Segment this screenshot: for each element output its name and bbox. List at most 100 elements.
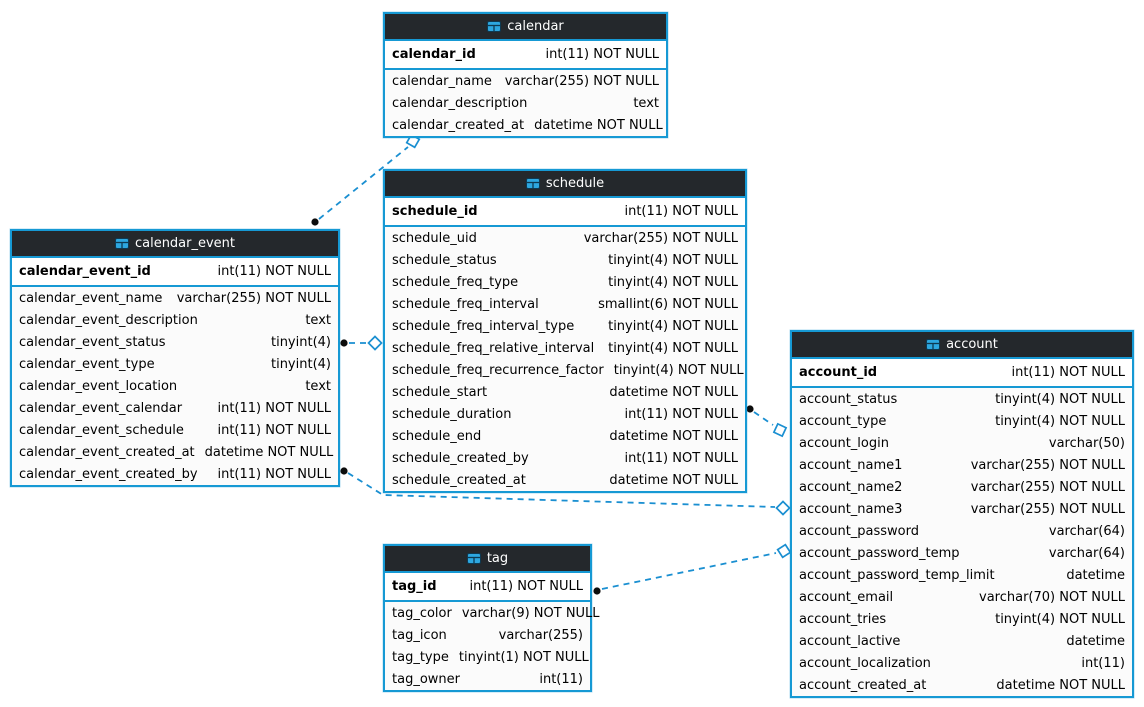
- column-type: varchar(255) NOT NULL: [970, 457, 1125, 473]
- column-row: schedule_start datetime NOT NULL: [385, 381, 745, 403]
- column-name: calendar_event_description: [19, 312, 198, 328]
- column-name: account_email: [799, 589, 894, 605]
- column-name: account_lactive: [799, 633, 901, 649]
- table-calendar[interactable]: calendar calendar_id int(11) NOT NULL calen…: [383, 12, 668, 138]
- column-type: tinyint(4): [270, 334, 331, 350]
- table-grid-icon: [487, 21, 502, 32]
- column-type: tinyint(4) NOT NULL: [995, 413, 1125, 429]
- column-name: schedule_end: [392, 428, 482, 444]
- table-grid-icon: [525, 178, 540, 189]
- relationship-schedule-account[interactable]: [746, 405, 788, 438]
- table-title: account: [946, 337, 998, 352]
- column-type: datetime NOT NULL: [609, 472, 738, 488]
- column-name: tag_id: [392, 579, 437, 594]
- dot-endpoint-icon: [340, 339, 348, 347]
- column-name: calendar_created_at: [392, 117, 525, 133]
- column-name: tag_owner: [392, 671, 460, 687]
- diamond-endpoint-icon: [775, 500, 791, 516]
- column-type: int(11) NOT NULL: [624, 450, 738, 466]
- column-name: calendar_event_name: [19, 290, 163, 306]
- column-type: tinyint(4) NOT NULL: [608, 340, 738, 356]
- table-header-tag[interactable]: tag: [385, 546, 590, 573]
- column-name: schedule_freq_recurrence_factor: [392, 362, 604, 378]
- column-type: datetime NOT NULL: [609, 428, 738, 444]
- column-type: int(11) NOT NULL: [217, 422, 331, 438]
- relationship-tag-account[interactable]: [593, 543, 792, 595]
- relationship-calendar_event-schedule[interactable]: [340, 335, 383, 351]
- column-row: account_type tinyint(4) NOT NULL: [792, 410, 1132, 432]
- column-name: calendar_event_created_by: [19, 466, 198, 482]
- column-type: text: [305, 312, 331, 328]
- column-name: account_created_at: [799, 677, 927, 693]
- column-row: tag_color varchar(9) NOT NULL: [385, 602, 600, 624]
- column-name: schedule_uid: [392, 230, 477, 246]
- column-type: tinyint(4) NOT NULL: [613, 362, 744, 378]
- column-name: tag_icon: [392, 627, 447, 643]
- column-type: varchar(70) NOT NULL: [979, 589, 1125, 605]
- column-type: text: [633, 95, 659, 111]
- column-name: calendar_description: [392, 95, 528, 111]
- column-type: int(11) NOT NULL: [217, 466, 331, 482]
- column-name: account_name2: [799, 479, 903, 495]
- diamond-endpoint-icon: [772, 422, 788, 438]
- table-header-calendar[interactable]: calendar: [385, 14, 666, 41]
- column-type: datetime NOT NULL: [204, 444, 334, 460]
- column-type: varchar(64): [1048, 523, 1125, 539]
- column-type: int(11) NOT NULL: [545, 47, 659, 62]
- column-name: schedule_status: [392, 252, 497, 268]
- table-title: tag: [486, 551, 509, 566]
- column-name: calendar_event_created_at: [19, 444, 195, 460]
- column-type: varchar(9) NOT NULL: [461, 605, 600, 621]
- column-type: varchar(255) NOT NULL: [970, 479, 1125, 495]
- table-header-schedule[interactable]: schedule: [385, 171, 745, 198]
- column-name: account_type: [799, 413, 887, 429]
- column-row: calendar_description text: [385, 92, 666, 114]
- column-name: account_login: [799, 435, 889, 451]
- column-name: account_tries: [799, 611, 887, 627]
- column-row: calendar_event_created_by int(11) NOT NUL…: [12, 463, 338, 485]
- column-type: int(11) NOT NULL: [624, 204, 738, 219]
- column-type: datetime: [1066, 633, 1125, 649]
- column-type: varchar(255) NOT NULL: [176, 290, 331, 306]
- column-name: account_password: [799, 523, 920, 539]
- column-row: calendar_event_description text: [12, 309, 338, 331]
- column-type: datetime NOT NULL: [609, 384, 738, 400]
- dot-endpoint-icon: [593, 587, 601, 595]
- column-name: account_id: [799, 365, 878, 380]
- diamond-endpoint-icon: [367, 335, 383, 351]
- column-name: account_password_temp_limit: [799, 567, 995, 583]
- column-row: calendar_event_created_at datetime NOT NU…: [12, 441, 338, 463]
- column-type: tinyint(4) NOT NULL: [608, 252, 738, 268]
- column-name: account_password_temp: [799, 545, 960, 561]
- column-row: account_email varchar(70) NOT NULL: [792, 586, 1132, 608]
- column-name: calendar_id: [392, 47, 476, 62]
- column-name: account_name3: [799, 501, 903, 517]
- table-header-calendar_event[interactable]: calendar_event: [12, 231, 338, 258]
- column-name: account_localization: [799, 655, 931, 671]
- table-title: schedule: [545, 176, 605, 191]
- column-name: calendar_event_location: [19, 378, 178, 394]
- column-row: account_name2 varchar(255) NOT NULL: [792, 476, 1132, 498]
- dot-endpoint-icon: [746, 405, 754, 413]
- column-type: tinyint(4) NOT NULL: [995, 611, 1125, 627]
- column-name: calendar_event_type: [19, 356, 155, 372]
- column-name: tag_color: [392, 605, 452, 621]
- table-grid-icon: [114, 238, 129, 249]
- column-type: tinyint(4) NOT NULL: [608, 274, 738, 290]
- column-row: account_tries tinyint(4) NOT NULL: [792, 608, 1132, 630]
- table-header-account[interactable]: account: [792, 332, 1132, 359]
- column-name: schedule_start: [392, 384, 488, 400]
